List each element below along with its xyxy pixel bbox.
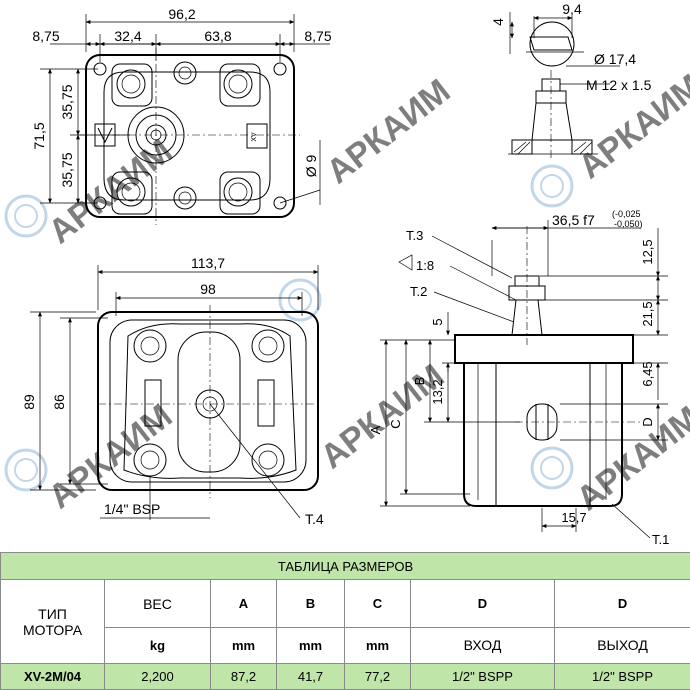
cell-d-out: 1/2" BSPP [553,662,690,690]
label-t1: T.1 [652,532,669,547]
dim-tol-upper: (-0,025 [612,209,641,219]
cell-c: 77,2 [344,662,411,690]
dim-12-5: 12,5 [640,239,655,264]
bolt-boss-tl [111,63,153,107]
table-row: XV-2M/04 2,200 87,2 41,7 77,2 1/2" BSPP … [0,662,690,690]
dim-6-45: 6,45 [640,361,655,386]
dim-inner-left: 32,4 [114,28,141,44]
dim-right-edge: 8,75 [304,28,331,44]
dim-15-7: 15,7 [561,510,586,525]
col-b-header: B [276,579,345,629]
cell-type: XV-2M/04 [0,662,105,690]
dim-front-inner-height: 86 [51,394,67,410]
label-c: C [388,419,403,428]
dim-port-bsp: 1/4" BSP [104,501,160,517]
size-table: ТАБЛИЦА РАЗМЕРОВ ТИП МОТОРА ВЕС A B C D … [0,551,690,690]
dim-front-inner-width: 98 [200,281,216,297]
dim-half-bottom: 35,75 [59,152,75,187]
dim-left-edge: 8,75 [32,28,59,44]
front-view-dimensions: 113,7 98 89 86 1/4" BSP T.4 [21,255,324,527]
top-view: XV [80,48,300,225]
cell-d-in: 1/2" BSPP [410,662,555,690]
shaft-detail: 4 9,4 Ø 17,4 M 12 x 1.5 [490,1,652,158]
dim-hole-dia: Ø 9 [303,155,319,178]
svg-text:XV: XV [251,132,258,142]
label-t3: T.3 [406,228,423,243]
col-d-in-unit: ВХОД [410,627,555,664]
dim-shaft-length: 36,5 f7 [552,212,595,228]
top-view-dimensions: 96,2 8,75 32,4 63,8 8,75 71,5 35,75 35,7… [31,6,332,205]
watermark-logo-left [4,164,574,492]
dim-taper: 1:8 [416,258,434,273]
bolt-boss-br [219,171,261,215]
label-b: B [412,377,427,386]
dim-shaft-dia: Ø 17,4 [594,51,636,67]
dim-thread: M 12 x 1.5 [586,77,652,93]
bolt-boss-bl [111,171,153,215]
label-t4: T.4 [305,511,324,527]
type-header: ТИП МОТОРА [0,579,105,664]
dim-tol-lower: -0,050) [614,219,643,229]
cell-b: 41,7 [276,662,345,690]
col-d-in-header: D [410,579,555,629]
col-a-header: A [210,579,277,629]
side-view [454,226,640,507]
watermark-text-1: АРКАИМ [42,132,180,251]
bolt-boss-tr [219,63,261,107]
col-b-unit: mm [276,627,345,664]
col-c-unit: mm [344,627,411,664]
dim-height: 71,5 [31,122,47,149]
front-boss-br [251,443,285,477]
dim-overall-width: 96,2 [168,6,195,22]
label-a: A [368,425,383,434]
cell-a: 87,2 [210,662,277,690]
dim-inner-right: 63,8 [204,28,231,44]
col-d-out-header: D [553,579,690,629]
dim-front-height: 89 [21,394,37,410]
dim-13-2: 13,2 [430,379,445,404]
col-weight-unit: kg [104,627,211,664]
watermark-text-2: АРКАИМ [320,72,458,191]
dim-key-width: 9,4 [562,1,582,17]
label-t2: T.2 [410,284,427,299]
front-view [97,305,319,498]
col-d-out-unit: ВЫХОД [553,627,690,664]
dim-key-height: 4 [490,18,506,26]
front-boss-tl [133,329,167,363]
front-boss-tr [251,329,285,363]
col-weight-header: ВЕС [104,579,211,629]
dim-front-overall-width: 113,7 [191,255,225,271]
watermark-text-5: АРКАИМ [314,357,452,476]
cell-weight: 2,200 [104,662,211,690]
watermark-text-6: АРКАИМ [570,399,690,518]
label-d: D [640,417,655,426]
col-c-header: C [344,579,411,629]
side-view-dimensions: 36,5 f7 (-0,025 -0,050) T.3 1:8 T.2 12,5… [368,209,669,547]
dim-5: 5 [430,318,445,325]
table-title: ТАБЛИЦА РАЗМЕРОВ [0,551,690,581]
technical-drawing: АРКАИМ АРКАИМ АРКАИМ АРКАИМ АРКАИМ АРКАИ… [4,1,690,547]
dim-21-5: 21,5 [640,301,655,326]
dim-half-top: 35,75 [59,84,75,119]
col-a-unit: mm [210,627,277,664]
